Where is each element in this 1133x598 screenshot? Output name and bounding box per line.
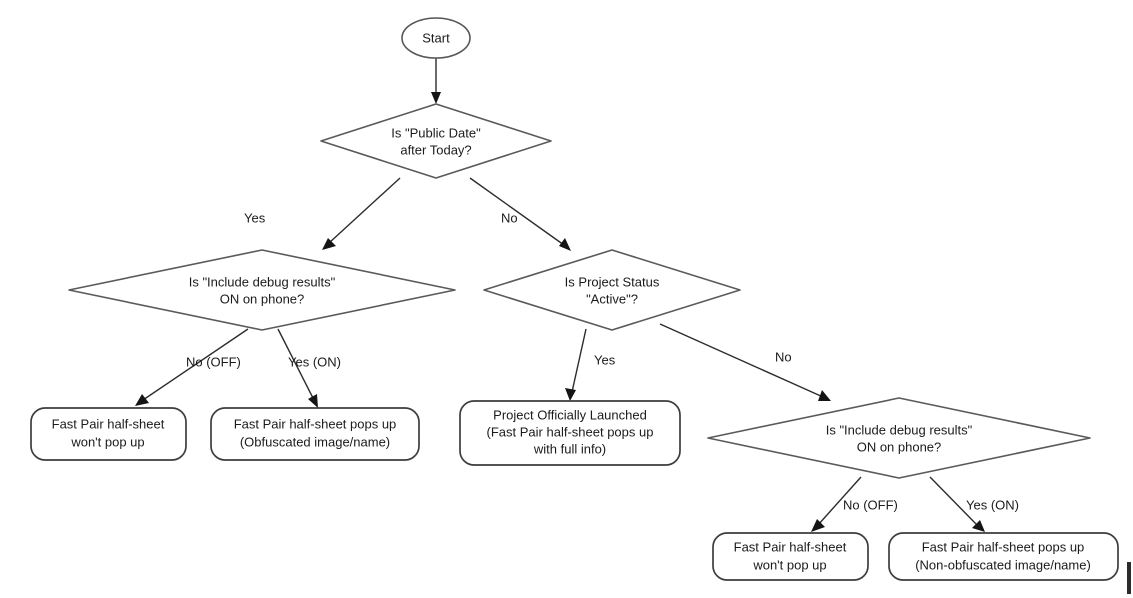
- edge-label-debug-left-no: No (OFF): [186, 354, 241, 369]
- node-public-date-decision[interactable]: Is "Public Date" after Today?: [320, 103, 552, 179]
- node-outcome-no-popup-right[interactable]: Fast Pair half-sheet won't pop up: [712, 532, 869, 581]
- node-launched-line-1: Project Officially Launched: [493, 407, 647, 422]
- edge-project-status-no: No: [659, 323, 831, 401]
- node-no-popup-right-line-2: won't pop up: [752, 557, 826, 572]
- node-debug-left-line-1: Is "Include debug results": [189, 274, 336, 289]
- node-outcome-no-popup-left[interactable]: Fast Pair half-sheet won't pop up: [30, 407, 187, 461]
- node-start[interactable]: Start: [401, 17, 471, 59]
- edge-debug-left-yes: Yes (ON): [277, 328, 341, 408]
- edge-label-public-date-yes: Yes: [244, 210, 266, 225]
- node-obfuscated-line-1: Fast Pair half-sheet pops up: [234, 416, 397, 431]
- edge-label-debug-left-yes: Yes (ON): [288, 354, 341, 369]
- edge-label-public-date-no: No: [501, 210, 518, 225]
- node-no-popup-right-line-1: Fast Pair half-sheet: [734, 539, 847, 554]
- node-start-label: Start: [422, 30, 450, 45]
- edge-label-debug-right-no: No (OFF): [843, 497, 898, 512]
- node-launched-line-2: (Fast Pair half-sheet pops up: [487, 424, 654, 439]
- edge-debug-right-yes: Yes (ON): [929, 476, 1019, 532]
- node-project-status-line-1: Is Project Status: [565, 274, 660, 289]
- edge-debug-left-no: No (OFF): [135, 328, 249, 406]
- edge-label-project-status-yes: Yes: [594, 352, 616, 367]
- node-project-status-decision[interactable]: Is Project Status "Active"?: [483, 249, 741, 331]
- node-launched-line-3: with full info): [533, 441, 606, 456]
- node-include-debug-results-left[interactable]: Is "Include debug results" ON on phone?: [68, 249, 456, 331]
- node-public-date-line-1: Is "Public Date": [391, 125, 481, 140]
- page-edge-artifact: [1127, 562, 1131, 594]
- edge-debug-right-no: No (OFF): [811, 476, 898, 532]
- node-include-debug-results-right[interactable]: Is "Include debug results" ON on phone?: [707, 397, 1091, 479]
- node-outcome-project-launched[interactable]: Project Officially Launched (Fast Pair h…: [459, 400, 681, 466]
- node-non-obfuscated-line-2: (Non-obfuscated image/name): [915, 557, 1091, 572]
- node-obfuscated-line-2: (Obfuscated image/name): [240, 434, 390, 449]
- node-debug-right-line-1: Is "Include debug results": [826, 422, 973, 437]
- edge-label-project-status-no: No: [775, 349, 792, 364]
- node-public-date-line-2: after Today?: [400, 142, 471, 157]
- node-project-status-line-2: "Active"?: [586, 291, 638, 306]
- node-outcome-obfuscated[interactable]: Fast Pair half-sheet pops up (Obfuscated…: [210, 407, 420, 461]
- edge-label-debug-right-yes: Yes (ON): [966, 497, 1019, 512]
- edge-public-date-no: No: [469, 177, 571, 251]
- edge-project-status-yes: Yes: [565, 328, 616, 401]
- edge-start-to-public-date: [431, 58, 441, 104]
- node-no-popup-left-line-1: Fast Pair half-sheet: [52, 416, 165, 431]
- node-non-obfuscated-line-1: Fast Pair half-sheet pops up: [922, 539, 1085, 554]
- node-debug-left-line-2: ON on phone?: [220, 291, 305, 306]
- node-no-popup-left-line-2: won't pop up: [70, 434, 144, 449]
- edge-public-date-yes: Yes: [244, 177, 401, 250]
- node-debug-right-line-2: ON on phone?: [857, 439, 942, 454]
- node-outcome-non-obfuscated[interactable]: Fast Pair half-sheet pops up (Non-obfusc…: [888, 532, 1119, 581]
